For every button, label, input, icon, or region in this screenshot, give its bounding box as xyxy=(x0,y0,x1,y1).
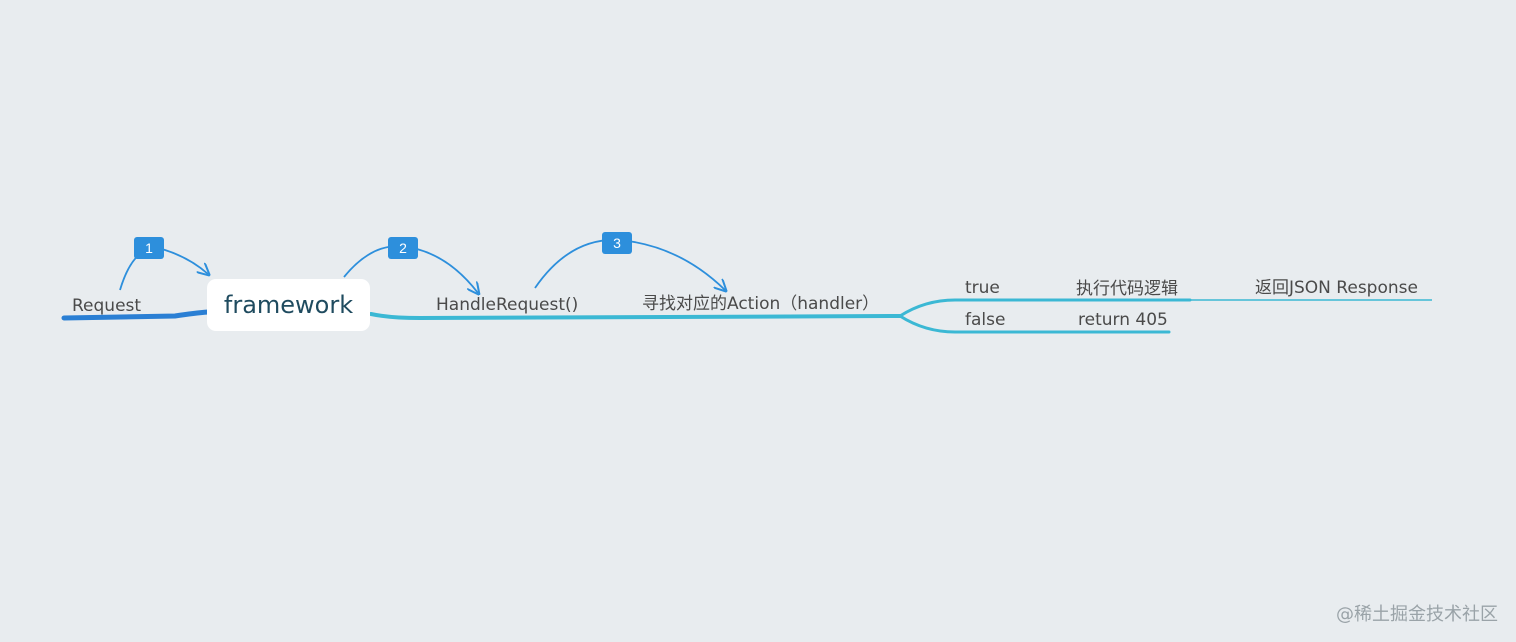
step-badge-3: 3 xyxy=(602,232,632,254)
framework-root-node: framework xyxy=(207,279,370,331)
step-badge-1: 1 xyxy=(134,237,164,259)
return-json-node: 返回JSON Response xyxy=(1255,278,1418,298)
watermark-text: @稀土掘金技术社区 xyxy=(1336,604,1498,625)
true-node: true xyxy=(965,278,1000,298)
true-branch-line xyxy=(898,298,1192,318)
framework-node-label: framework xyxy=(223,291,354,319)
framework-branch-line xyxy=(369,312,902,321)
handle-request-node: HandleRequest() xyxy=(436,295,579,315)
return-405-node: return 405 xyxy=(1078,310,1168,330)
find-action-node: 寻找对应的Action（handler） xyxy=(642,294,880,314)
step-badge-2: 2 xyxy=(388,237,418,259)
false-branch-line xyxy=(898,314,1171,334)
request-branch-line xyxy=(61,309,211,321)
request-node: Request xyxy=(72,296,142,316)
execute-logic-node: 执行代码逻辑 xyxy=(1076,279,1178,299)
step-1-arrow xyxy=(119,247,208,291)
false-node: false xyxy=(965,310,1006,330)
